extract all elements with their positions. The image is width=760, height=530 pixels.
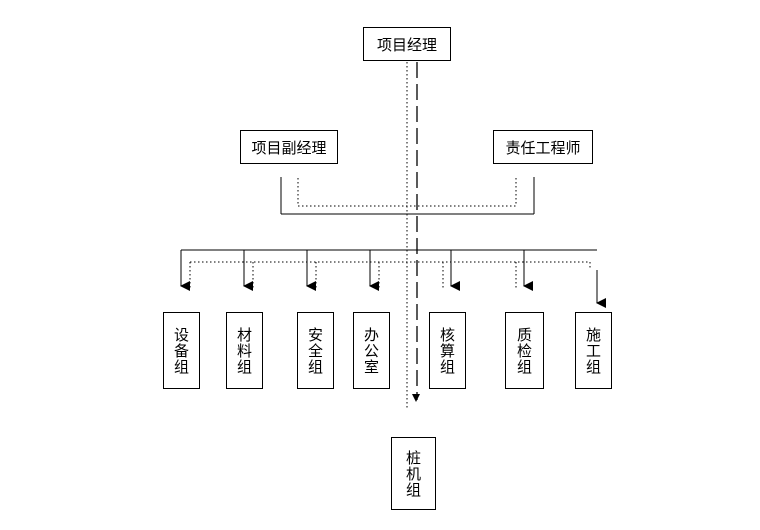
node-deputy-manager: 项目副经理 — [240, 130, 338, 164]
node-responsible-engineer: 责任工程师 — [493, 130, 593, 164]
node-equipment-group: 设备组 — [163, 312, 200, 389]
arrow-to-pile — [412, 394, 420, 402]
node-office: 办公室 — [353, 312, 390, 389]
node-project-manager: 项目经理 — [363, 27, 451, 61]
node-quality-group: 质检组 — [505, 312, 544, 389]
node-materials-group: 材料组 — [226, 312, 263, 389]
node-pile-group: 桩机组 — [391, 437, 436, 510]
node-construction-group: 施工组 — [575, 312, 612, 389]
node-accounting-group: 核算组 — [429, 312, 466, 389]
node-safety-group: 安全组 — [297, 312, 334, 389]
